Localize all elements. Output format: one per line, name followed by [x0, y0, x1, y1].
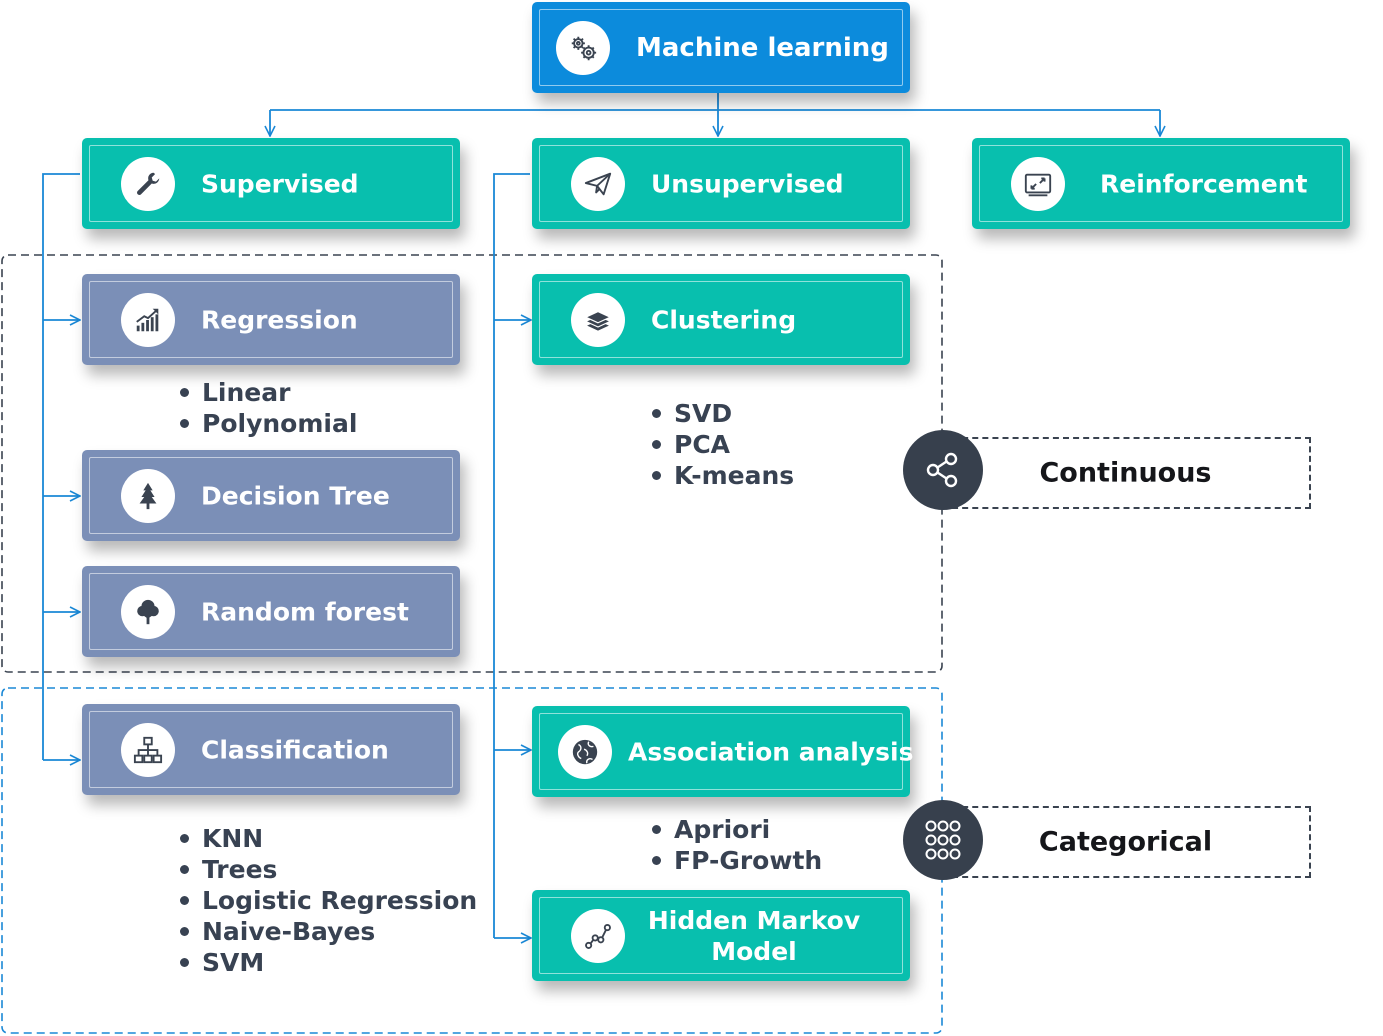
association-analysis-node: Association analysis — [532, 706, 914, 797]
wrench-icon — [121, 156, 175, 211]
root-connectors — [270, 92, 1160, 136]
continuous-label: Continuous — [1039, 457, 1212, 489]
decision-tree-label: Decision Tree — [201, 481, 390, 510]
clustering-label: Clustering — [651, 305, 797, 334]
supervised-node: Supervised — [82, 138, 460, 229]
list-item: PCA — [652, 429, 794, 460]
list-item: Apriori — [652, 814, 822, 845]
hierarchy-icon — [121, 722, 175, 777]
list-item: Trees — [180, 854, 477, 885]
list-item: FP-Growth — [652, 845, 822, 876]
decision-tree-node: Decision Tree — [82, 450, 460, 541]
classification-items: KNN Trees Logistic Regression Naive-Baye… — [180, 823, 477, 978]
pine-tree-icon — [121, 468, 175, 523]
classification-node: Classification — [82, 704, 460, 795]
list-item: SVD — [652, 398, 794, 429]
screen-arrows-icon — [1011, 156, 1065, 211]
classification-label: Classification — [201, 735, 389, 764]
random-forest-label: Random forest — [201, 597, 409, 626]
growth-chart-icon — [121, 292, 175, 347]
regression-items: Linear Polynomial — [180, 377, 357, 439]
paper-plane-icon — [571, 156, 625, 211]
layers-icon — [571, 292, 625, 347]
round-tree-icon — [121, 584, 175, 639]
association-analysis-label: Association analysis — [628, 737, 914, 766]
list-item: Linear — [180, 377, 357, 408]
clustering-items: SVD PCA K-means — [652, 398, 794, 491]
categorical-tag: Categorical — [942, 806, 1311, 878]
dot-grid-icon — [903, 800, 983, 880]
categorical-label: Categorical — [1038, 826, 1213, 858]
regression-label: Regression — [201, 305, 358, 334]
list-item: K-means — [652, 460, 794, 491]
list-item: KNN — [180, 823, 477, 854]
list-item: Logistic Regression — [180, 885, 477, 916]
machine-learning-node: Machine learning — [532, 2, 910, 93]
supervised-connectors — [42, 173, 80, 760]
path-nodes-icon — [571, 908, 625, 963]
association-items: Apriori FP-Growth — [652, 814, 822, 876]
machine-learning-label: Machine learning — [636, 32, 889, 63]
regression-node: Regression — [82, 274, 460, 365]
unsupervised-connectors — [493, 173, 531, 938]
gears-icon — [556, 20, 610, 75]
reinforcement-node: Reinforcement — [972, 138, 1350, 229]
reinforcement-label: Reinforcement — [1100, 169, 1308, 198]
share-nodes-icon — [903, 430, 983, 510]
supervised-label: Supervised — [201, 169, 359, 198]
list-item: Naive-Bayes — [180, 916, 477, 947]
random-forest-node: Random forest — [82, 566, 460, 657]
clustering-node: Clustering — [532, 274, 910, 365]
unsupervised-label: Unsupervised — [651, 169, 844, 198]
continuous-tag: Continuous — [942, 437, 1311, 509]
hidden-markov-model-node: Hidden Markov Model — [532, 890, 910, 981]
unsupervised-node: Unsupervised — [532, 138, 910, 229]
hidden-markov-model-label: Hidden Markov Model — [647, 905, 861, 966]
list-item: SVM — [180, 947, 477, 978]
list-item: Polynomial — [180, 408, 357, 439]
categorical-zone-outline — [1, 687, 943, 1034]
globe-icon — [558, 724, 612, 779]
